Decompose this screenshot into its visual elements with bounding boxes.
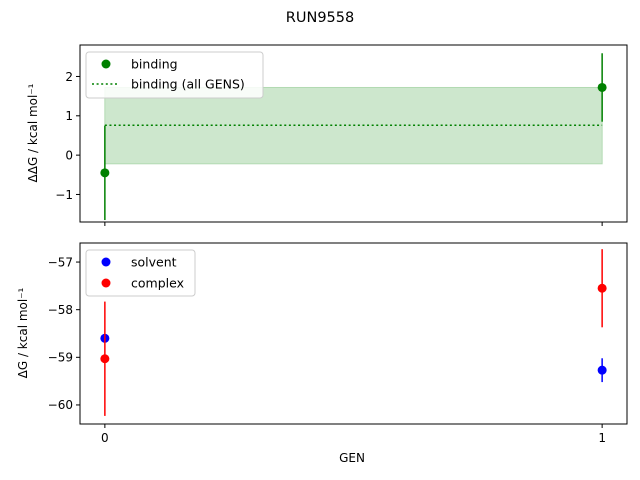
top-ytick-label: −1	[55, 188, 73, 202]
bottom-legend-box	[85, 249, 196, 297]
bottom-panel: −60 −59 −58 −57 0 1 ΔG / kcal mol⁻¹ solvent c…	[16, 242, 628, 445]
bottom-ytick-label: −59	[48, 351, 73, 365]
bottom-ytick-label: −58	[48, 303, 73, 317]
top-point-binding	[597, 82, 607, 92]
legend-label-complex: complex	[131, 276, 184, 291]
legend-marker-solvent	[101, 257, 111, 267]
bottom-ytick-label: −60	[48, 398, 73, 412]
legend-label-binding-all-gens: binding (all GENS)	[131, 77, 245, 92]
bottom-point-complex	[100, 354, 110, 364]
legend-label-binding: binding	[131, 57, 178, 72]
bottom-point-complex	[597, 283, 607, 293]
chart-title: RUN9558	[286, 10, 354, 26]
bottom-xtick-label: 1	[598, 431, 606, 445]
bottom-xtick-label: 0	[101, 431, 109, 445]
top-ytick-label: 2	[65, 70, 73, 84]
bottom-legend: solvent complex	[85, 249, 196, 297]
top-panel: −1 0 1 2 ΔΔG / kcal mol⁻¹ binding binding (…	[26, 44, 628, 226]
top-plot-area: −1 0 1 2	[55, 44, 628, 226]
top-axes-frame	[79, 44, 628, 223]
top-ytick-label: 1	[65, 109, 73, 123]
top-ylabel: ΔΔG / kcal mol⁻¹	[26, 83, 40, 182]
top-point-binding	[100, 168, 110, 178]
bottom-ytick-label: −57	[48, 255, 73, 269]
bottom-point-solvent	[597, 365, 607, 375]
top-legend: binding binding (all GENS)	[85, 51, 264, 99]
legend-marker-binding	[101, 59, 111, 69]
x-axis-label: GEN	[339, 451, 365, 465]
bottom-ylabel: ΔG / kcal mol⁻¹	[16, 287, 30, 378]
top-legend-box	[85, 51, 264, 99]
legend-marker-complex	[101, 278, 111, 288]
bottom-plot-area: −60 −59 −58 −57 0 1	[48, 242, 628, 445]
legend-label-solvent: solvent	[131, 255, 177, 270]
bottom-axes-frame	[79, 242, 628, 425]
top-ytick-label: 0	[65, 148, 73, 162]
